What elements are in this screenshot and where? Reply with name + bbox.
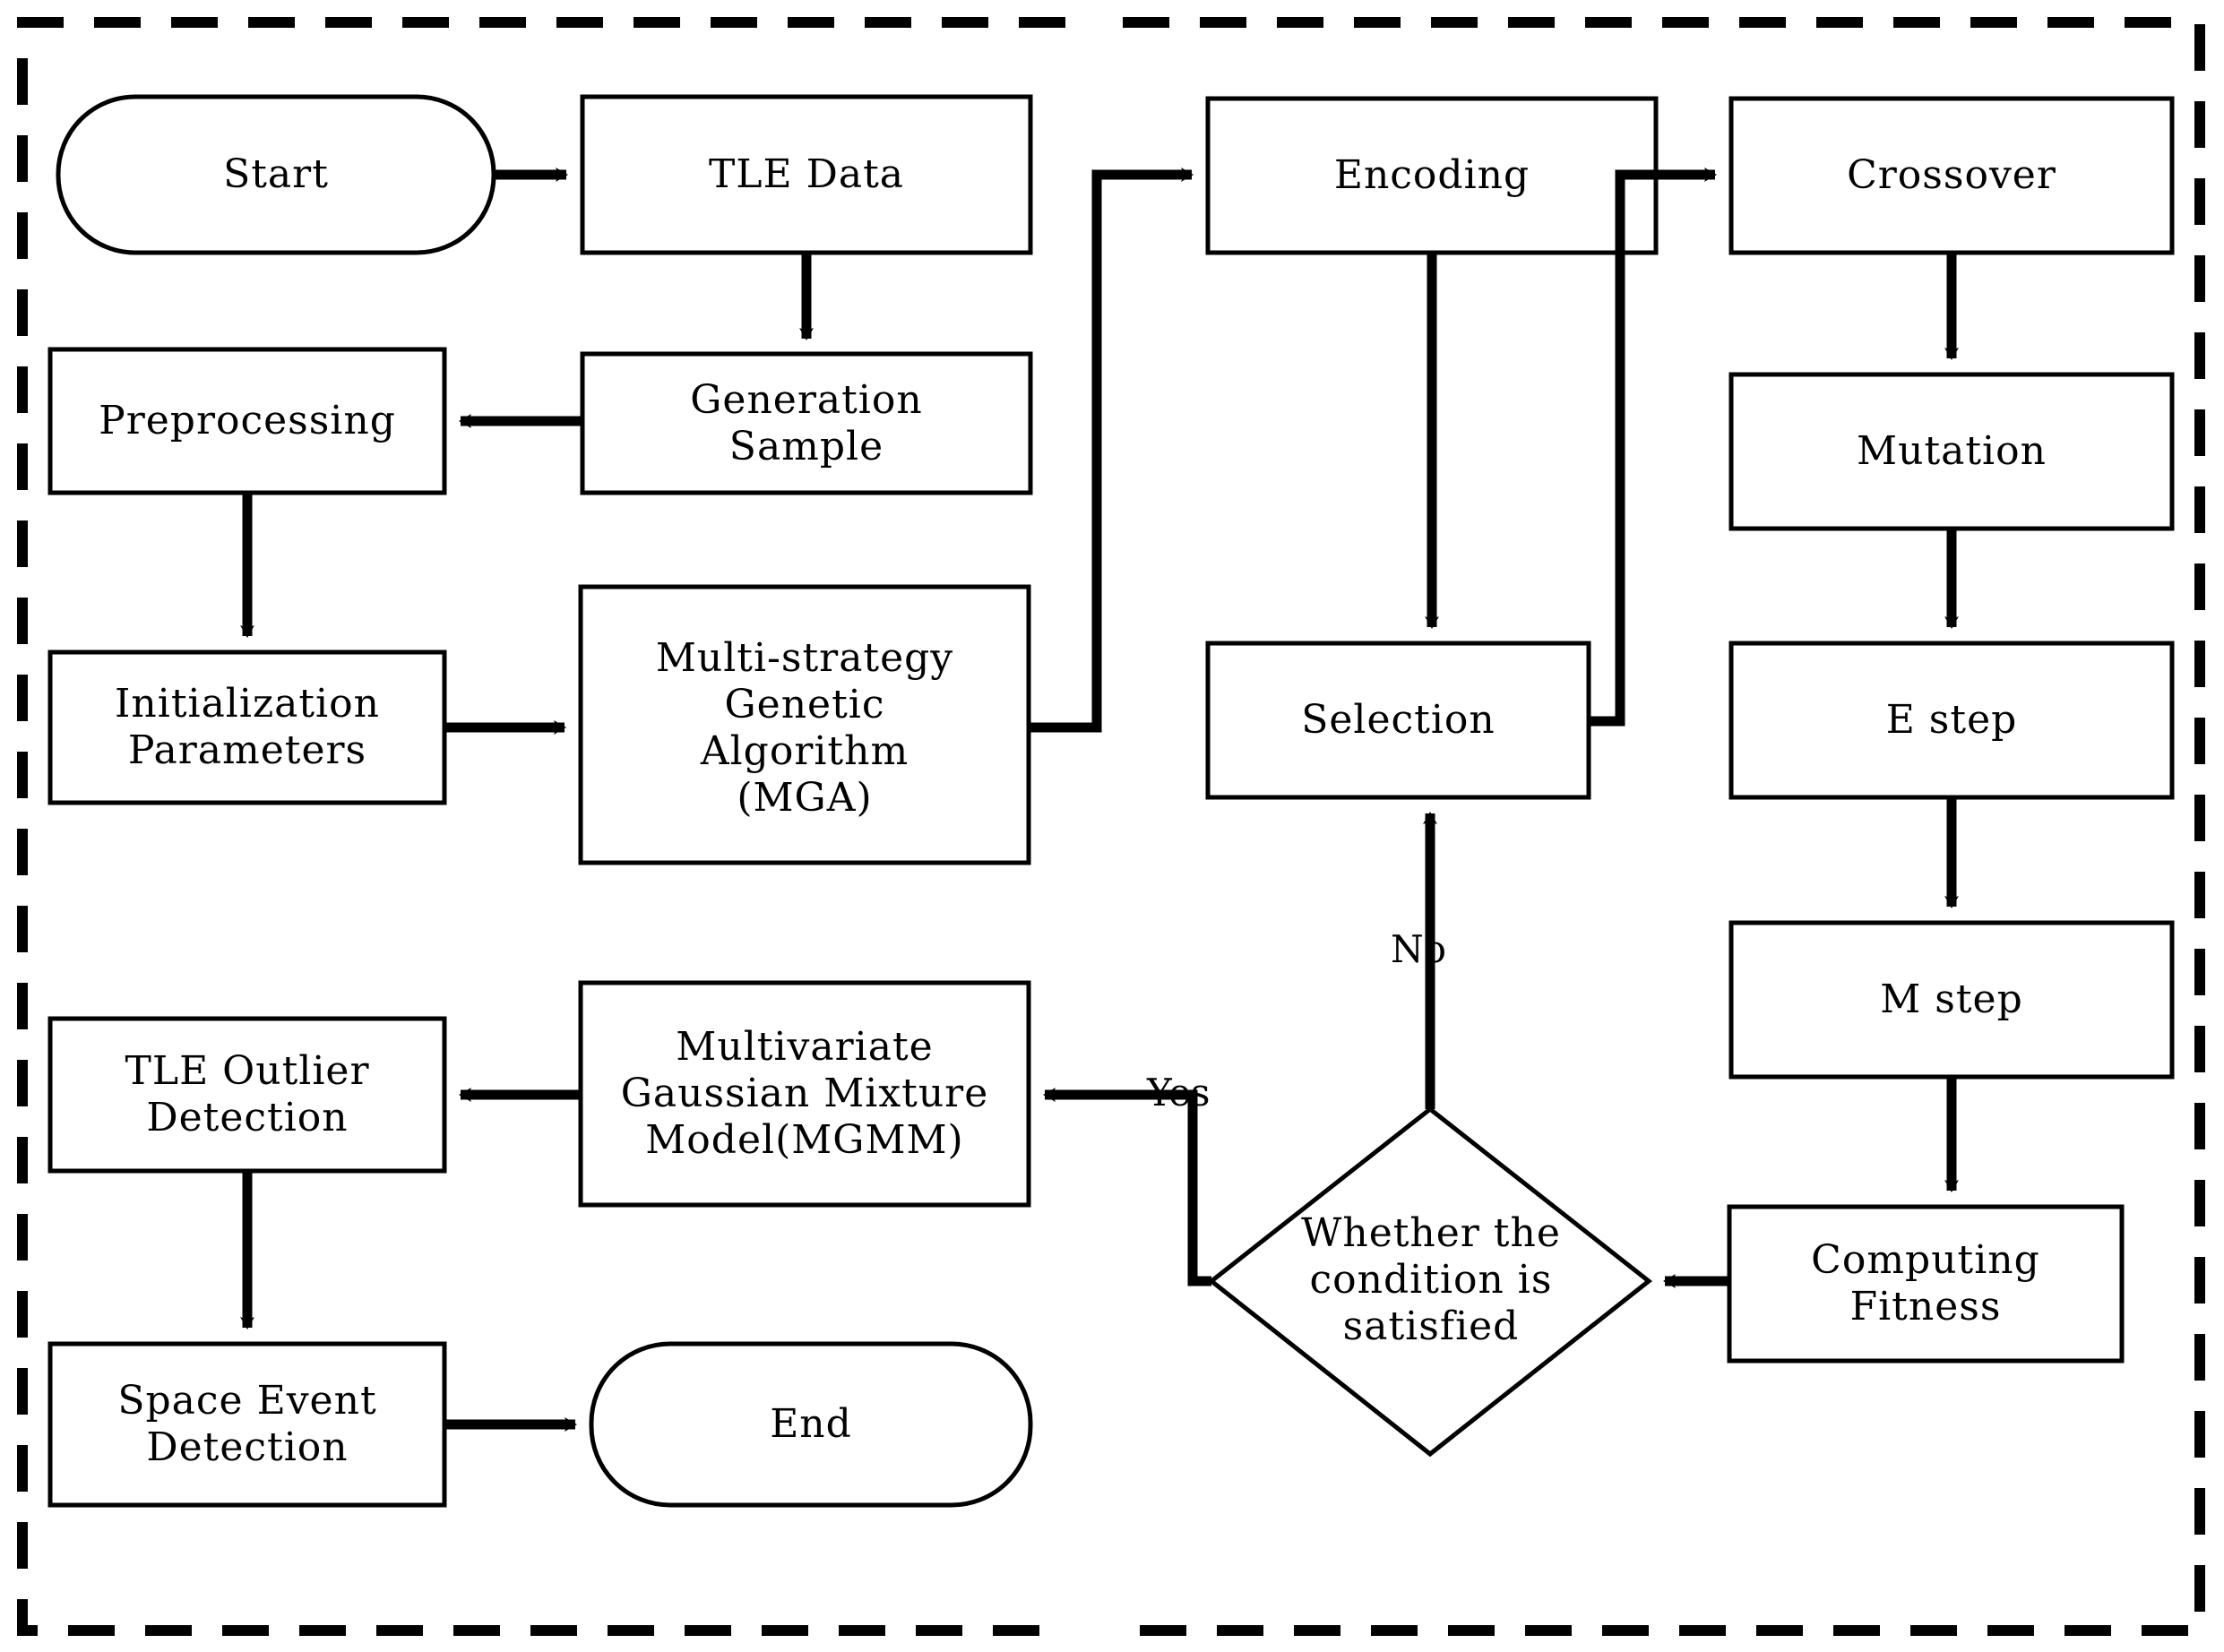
- edge-mga-to-encoding: [1029, 168, 1194, 733]
- edge-label-yes: Yes: [1147, 1071, 1211, 1114]
- right-panel-border: [1123, 17, 2205, 1636]
- edge-condition-yes-to-mgmm: [1043, 1088, 1211, 1286]
- node-computing-fitness-shape: [1727, 1204, 2125, 1364]
- node-tle-outlier-shape: [47, 1016, 447, 1174]
- node-end-shape: [589, 1341, 1033, 1508]
- node-mgmm-shape: [578, 980, 1031, 1208]
- node-encoding-shape: [1205, 96, 1659, 255]
- node-initialization-shape: [47, 650, 447, 805]
- edge-selection-to-crossover: [1589, 168, 1717, 727]
- node-tle-data-shape: [580, 94, 1033, 255]
- node-selection-shape: [1205, 641, 1591, 800]
- node-space-event-shape: [47, 1341, 447, 1508]
- node-mutation-shape: [1728, 372, 2175, 531]
- node-mga-shape: [578, 584, 1031, 865]
- edge-label-no: No: [1391, 927, 1447, 971]
- node-condition-shape: [1207, 1106, 1653, 1458]
- node-m-step-shape: [1728, 920, 2175, 1080]
- left-panel-border: [17, 17, 1065, 1636]
- node-crossover-shape: [1728, 96, 2175, 255]
- node-preprocessing-shape: [47, 347, 447, 495]
- node-generation-sample-shape: [580, 351, 1033, 495]
- node-e-step-shape: [1728, 641, 2175, 800]
- node-start-shape: [56, 94, 496, 255]
